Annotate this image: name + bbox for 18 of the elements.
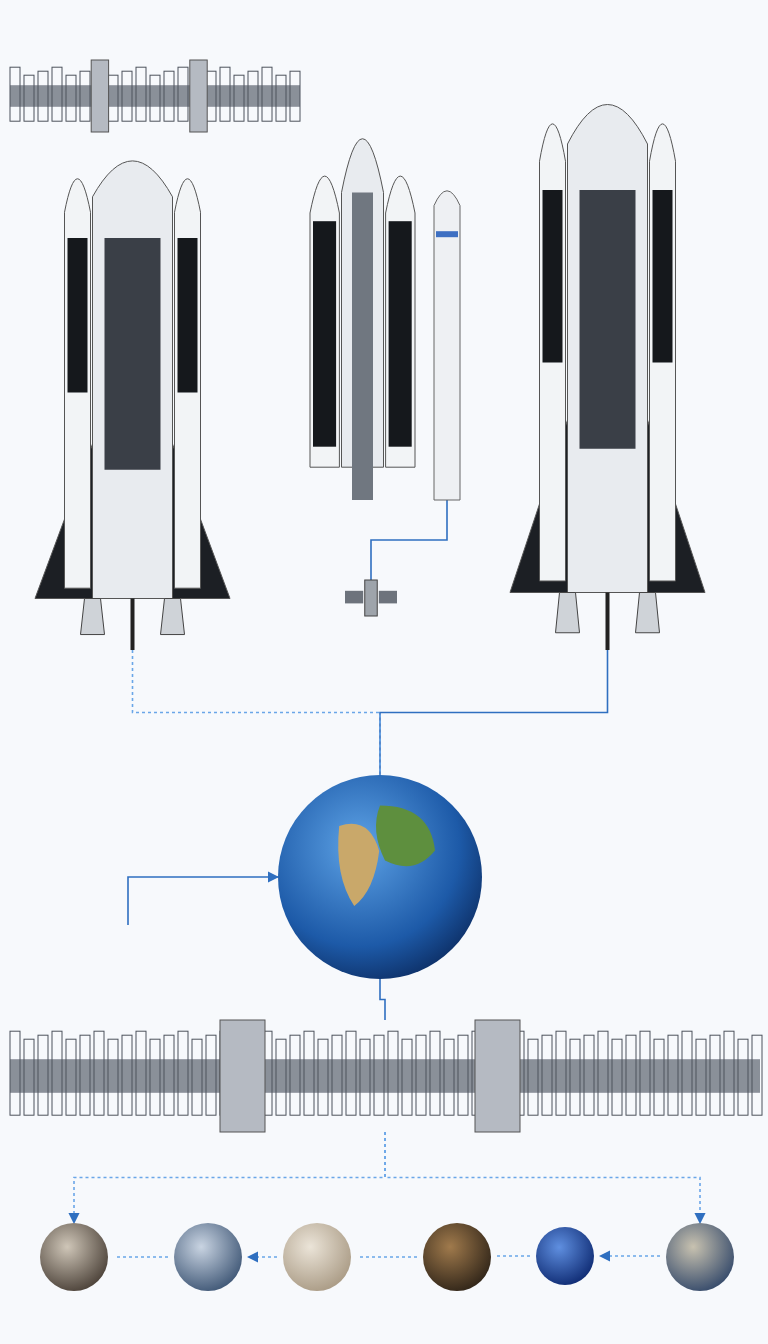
space-station-drawing	[10, 1020, 760, 1132]
moon-drawing	[666, 1223, 734, 1291]
connector-line	[379, 649, 609, 776]
connector-line	[496, 1255, 531, 1257]
satellite-drawing	[345, 580, 397, 616]
space-station-drawing	[10, 60, 300, 132]
moon-drawing	[40, 1223, 108, 1291]
arrow	[246, 1251, 278, 1263]
arrow	[127, 871, 280, 926]
moon-drawing	[423, 1223, 491, 1291]
earth-drawing	[278, 775, 482, 979]
moon-drawing	[283, 1223, 351, 1291]
connector-line	[379, 978, 386, 1021]
arrow	[598, 1250, 661, 1262]
planet-drawing	[536, 1227, 594, 1285]
arrow	[384, 1131, 706, 1225]
connector-line	[370, 499, 448, 581]
moon-drawing	[174, 1223, 242, 1291]
